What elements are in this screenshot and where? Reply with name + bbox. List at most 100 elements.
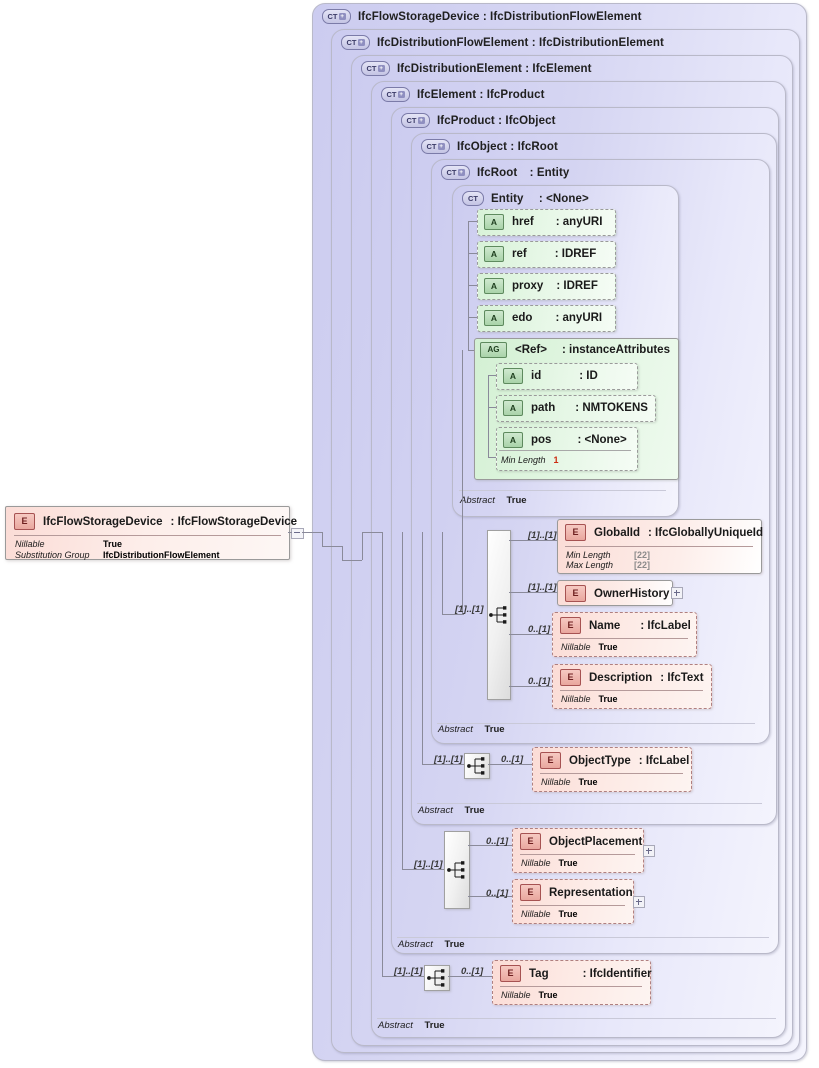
sequence-icon bbox=[427, 969, 445, 987]
ct-base: IfcDistributionElement bbox=[539, 36, 664, 49]
attribute-name: ref bbox=[512, 248, 527, 260]
ct-icon-label: CT bbox=[366, 63, 377, 73]
attribute-icon: A bbox=[484, 310, 504, 326]
e-icon-label: E bbox=[507, 968, 514, 978]
cardinality-label: 0..[1] bbox=[528, 624, 551, 635]
attribute-name: path bbox=[531, 402, 556, 414]
attributegroup-type: : instanceAttributes bbox=[561, 344, 670, 356]
attribute-box-pos[interactable]: A pos : <None> bbox=[496, 427, 638, 471]
connector-line bbox=[442, 614, 464, 615]
abstract-rule bbox=[437, 723, 755, 724]
ct-sep: : bbox=[510, 140, 515, 153]
element-box-description[interactable]: E Description : IfcText Nillable True bbox=[552, 664, 712, 709]
complextype-header: CT+ IfcDistributionFlowElement : IfcDist… bbox=[341, 35, 664, 50]
e-icon-label: E bbox=[547, 755, 554, 765]
element-type: : IfcText bbox=[660, 671, 704, 684]
a-icon-label: A bbox=[490, 216, 498, 227]
attribute-icon: A bbox=[484, 214, 504, 230]
root-element-card[interactable]: E IfcFlowStorageDevice : IfcFlowStorageD… bbox=[5, 506, 297, 560]
complextype-title: IfcFlowStorageDevice : IfcDistributionFl… bbox=[358, 11, 642, 23]
complextype-header: CT+ IfcProduct : IfcObject bbox=[401, 113, 556, 128]
element-rule bbox=[520, 905, 625, 906]
sequence-compositor-2[interactable] bbox=[464, 753, 490, 779]
ct-base: Entity bbox=[536, 166, 570, 179]
complextype-title: IfcElement : IfcProduct bbox=[417, 89, 545, 101]
element-icon: E bbox=[540, 752, 561, 769]
ct-base: <None> bbox=[546, 192, 589, 205]
connector-line bbox=[468, 253, 480, 254]
connector-line bbox=[442, 532, 443, 614]
element-type: : IfcLabel bbox=[638, 754, 690, 767]
expand-toggle-objectplacement[interactable] bbox=[643, 845, 655, 857]
a-icon-label: A bbox=[509, 402, 517, 413]
abstract-value: True bbox=[444, 939, 465, 950]
connector-line bbox=[509, 540, 558, 541]
element-box-objecttype[interactable]: E ObjectType : IfcLabel Nillable True bbox=[532, 747, 692, 792]
complextype-icon: CT+ bbox=[421, 139, 450, 154]
ct-sep: : bbox=[529, 166, 534, 179]
element-icon: E bbox=[500, 965, 521, 982]
attribute-header: A href : anyURI bbox=[484, 214, 602, 230]
complextype-title: IfcRoot : Entity bbox=[477, 167, 569, 179]
attribute-icon: A bbox=[503, 400, 523, 416]
collapse-toggle-root[interactable] bbox=[291, 528, 304, 539]
plus-glyph: + bbox=[338, 13, 346, 20]
ct-name: IfcFlowStorageDevice bbox=[358, 10, 480, 23]
complextype-icon: CT+ bbox=[441, 165, 470, 180]
complextype-header: CT+ IfcElement : IfcProduct bbox=[381, 87, 545, 102]
expand-toggle-ownerhistory[interactable] bbox=[671, 587, 683, 599]
element-rule bbox=[565, 546, 753, 547]
abstract-value: True bbox=[484, 724, 505, 735]
connector-line bbox=[322, 532, 323, 546]
attribute-type: : anyURI bbox=[555, 312, 603, 324]
a-icon-label: A bbox=[490, 280, 498, 291]
abstract-footer-ifcroot: Abstract True bbox=[438, 724, 505, 735]
element-box-ownerhistory[interactable]: E OwnerHistory bbox=[557, 580, 673, 606]
sequence-compositor-3[interactable] bbox=[444, 831, 470, 909]
plus-glyph: + bbox=[437, 143, 445, 150]
element-box-tag[interactable]: E Tag : IfcIdentifier Nillable True bbox=[492, 960, 652, 1005]
abstract-footer-ifcelement: Abstract True bbox=[378, 1020, 445, 1031]
ct-base: IfcDistributionFlowElement bbox=[490, 10, 642, 23]
facet-value: True bbox=[598, 694, 618, 704]
abstract-key: Abstract bbox=[418, 805, 453, 816]
ct-sep: : bbox=[525, 62, 530, 75]
element-name: Tag bbox=[529, 967, 549, 980]
element-header: E ObjectPlacement bbox=[520, 833, 642, 850]
attribute-type: : NMTOKENS bbox=[575, 402, 648, 414]
a-icon-label: A bbox=[509, 434, 517, 445]
connector-line bbox=[468, 285, 480, 286]
element-box-name[interactable]: E Name : IfcLabel Nillable True bbox=[552, 612, 697, 657]
cardinality-label: 0..[1] bbox=[486, 888, 509, 899]
sequence-compositor-4[interactable] bbox=[424, 965, 450, 991]
ct-sep: : bbox=[482, 10, 487, 23]
attribute-header: A pos : <None> bbox=[503, 432, 627, 448]
ct-sep: : bbox=[538, 192, 543, 205]
sequence-compositor-1[interactable] bbox=[487, 530, 511, 700]
abstract-key: Abstract bbox=[460, 495, 495, 506]
cardinality-label: 0..[1] bbox=[486, 836, 509, 847]
expand-toggle-representation[interactable] bbox=[633, 896, 645, 908]
attribute-header: A path : NMTOKENS bbox=[503, 400, 648, 416]
abstract-footer-entity: Abstract True bbox=[460, 495, 527, 506]
ct-icon-label: CT bbox=[386, 89, 397, 99]
element-box-globalid[interactable]: E GlobalId : IfcGloballyUniqueId Min Len… bbox=[557, 519, 763, 574]
attribute-box-edo[interactable]: A edo : anyURI bbox=[477, 305, 616, 332]
complextype-icon: CT+ bbox=[401, 113, 430, 128]
element-box-objectplacement[interactable]: E ObjectPlacement Nillable True bbox=[512, 828, 644, 873]
ct-sep: : bbox=[479, 88, 484, 101]
element-box-representation[interactable]: E Representation Nillable True bbox=[512, 879, 634, 924]
abstract-key: Abstract bbox=[438, 724, 473, 735]
attribute-box-href[interactable]: A href : anyURI bbox=[477, 209, 616, 236]
attribute-box-path[interactable]: A path : NMTOKENS bbox=[496, 395, 656, 422]
attribute-box-ref[interactable]: A ref : IDREF bbox=[477, 241, 616, 268]
ct-name: IfcElement bbox=[417, 88, 477, 101]
attribute-box-proxy[interactable]: A proxy : IDREF bbox=[477, 273, 616, 300]
element-rule bbox=[520, 854, 635, 855]
attribute-box-id[interactable]: A id : ID bbox=[496, 363, 638, 390]
e-icon-label: E bbox=[527, 887, 534, 897]
e-icon-label: E bbox=[572, 527, 579, 537]
facet-key: Min Length bbox=[501, 455, 546, 465]
attribute-icon: A bbox=[503, 432, 523, 448]
ct-base: IfcRoot bbox=[517, 140, 558, 153]
